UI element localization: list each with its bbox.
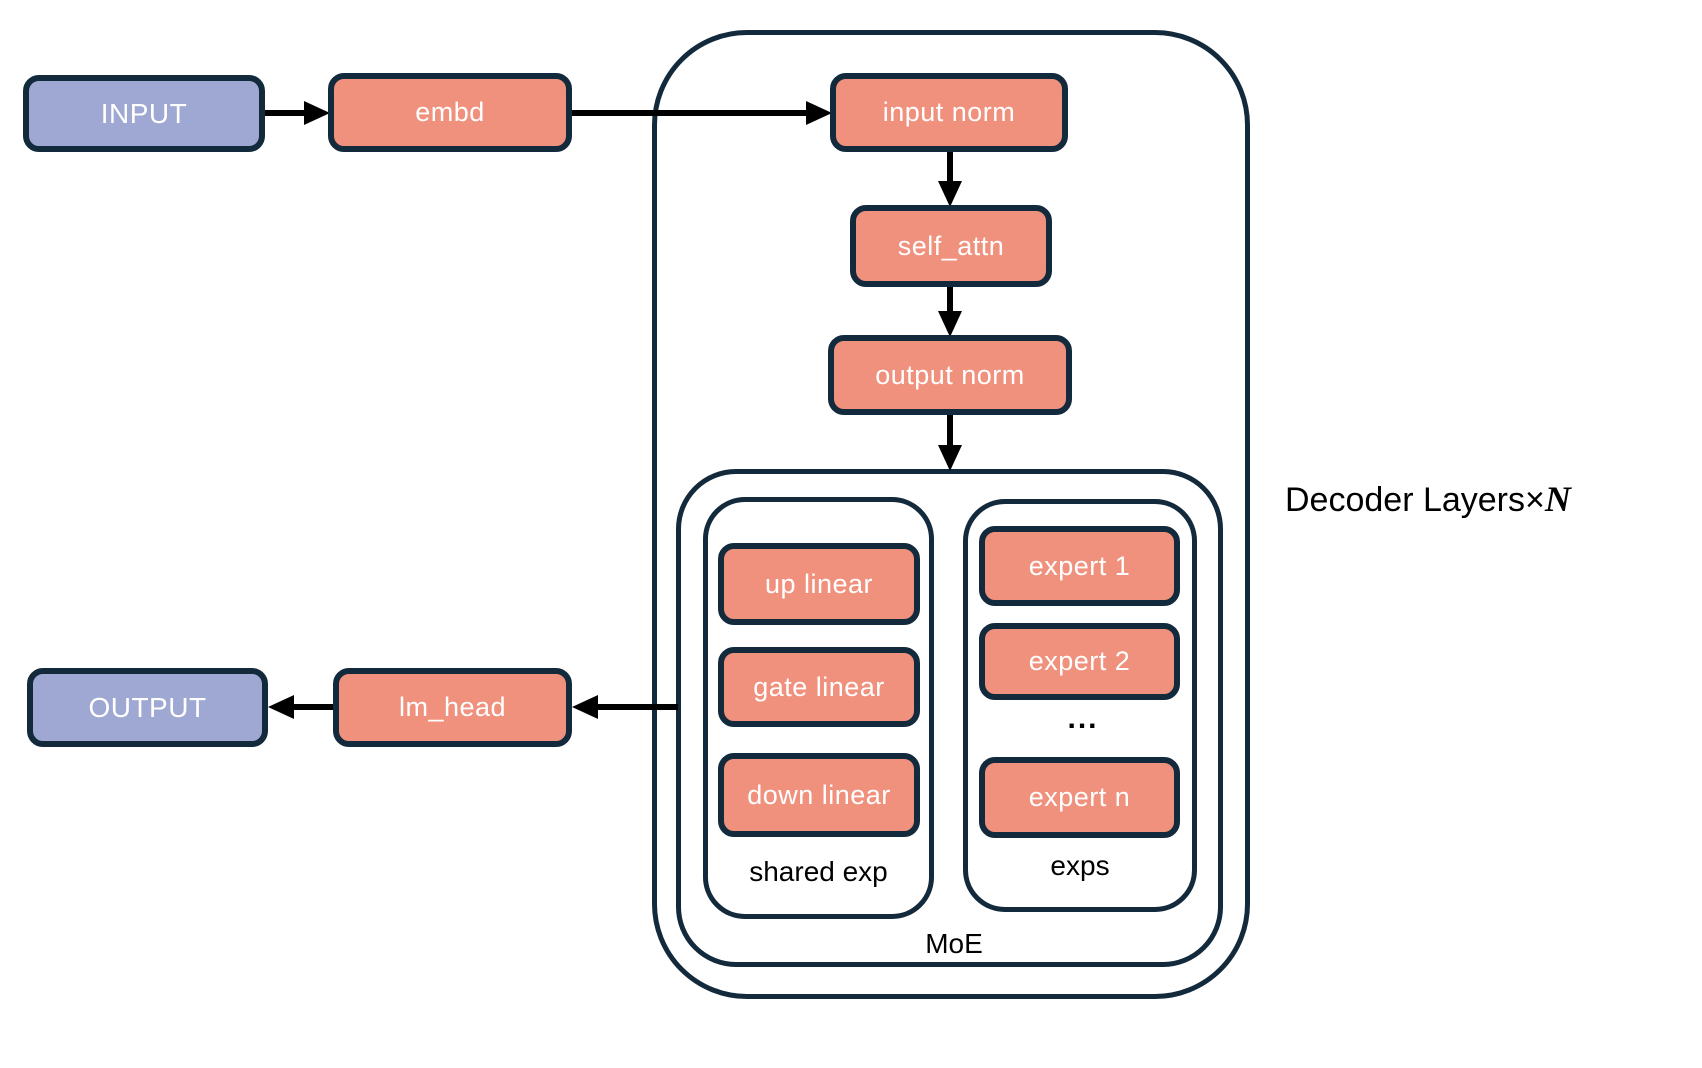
expert-1-node-label: expert 1 (1028, 550, 1131, 581)
expert-1-node: expert 1 (979, 526, 1180, 606)
exps-box (963, 499, 1197, 912)
output-node-label: OUTPUT (88, 691, 207, 723)
up-linear-node: up linear (718, 543, 920, 625)
embd-node-label: embd (415, 97, 485, 127)
gate-linear-node: gate linear (718, 647, 920, 727)
times-symbol: × (1525, 481, 1545, 519)
shared-exp-label: shared exp (749, 856, 888, 887)
expert-n-node: expert n (979, 757, 1180, 838)
decoder-layers-title: Decoder Layers×N (1285, 478, 1571, 520)
expert-n-node-label: expert n (1028, 782, 1131, 812)
input-norm-node-label: input norm (882, 97, 1016, 127)
self-attn-node: self_attn (850, 205, 1052, 287)
decoder-layers-title-text: Decoder Layers (1285, 481, 1526, 519)
output-norm-node-label: output norm (875, 359, 1025, 390)
decoder-layers-box (652, 30, 1250, 999)
embd-node: embd (328, 73, 572, 152)
input-node-label: INPUT (100, 97, 188, 129)
down-linear-node: down linear (718, 753, 920, 837)
output-node: OUTPUT (27, 668, 268, 747)
experts-ellipsis: ... (1067, 702, 1099, 735)
exps-label: exps (1050, 850, 1110, 881)
input-node: INPUT (23, 75, 265, 152)
down-linear-node-label: down linear (747, 779, 891, 810)
up-linear-node-label: up linear (764, 568, 874, 599)
moe-box (676, 469, 1223, 967)
self-attn-node-label: self_attn (897, 230, 1005, 261)
lm-head-node-label: lm_head (398, 692, 507, 722)
input-norm-node: input norm (830, 73, 1068, 152)
expert-2-node: expert 2 (979, 623, 1180, 700)
arrow-input-to-embd (265, 101, 330, 125)
shared-exp-box (703, 497, 934, 919)
lm-head-node: lm_head (333, 668, 572, 747)
gate-linear-node-label: gate linear (753, 671, 885, 702)
arrow-lm-head-to-output (268, 695, 333, 719)
moe-label: MoE (925, 928, 983, 959)
n-symbol: N (1544, 479, 1571, 519)
output-norm-node: output norm (828, 335, 1072, 415)
expert-2-node-label: expert 2 (1028, 646, 1131, 676)
